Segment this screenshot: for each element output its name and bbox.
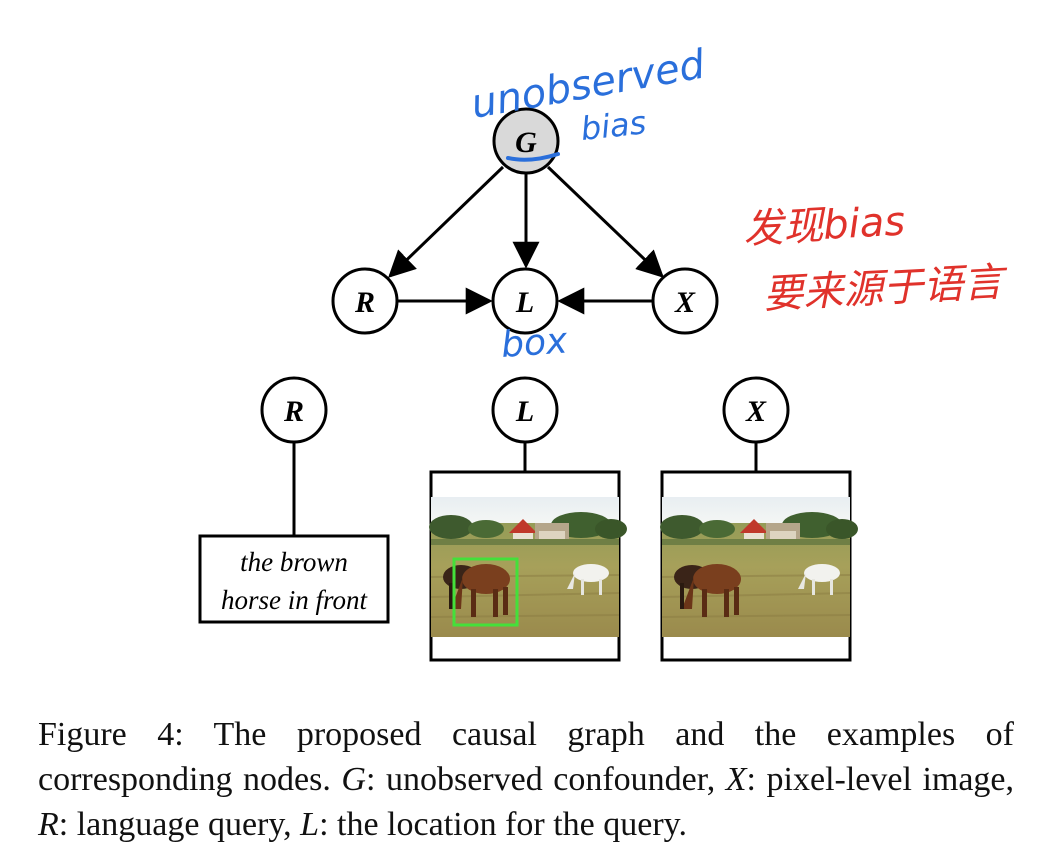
- location-image-frame: [428, 470, 628, 662]
- caption-x-symbol: X: [725, 761, 747, 798]
- caption-g-symbol: G: [341, 761, 366, 798]
- caption-prefix: Figure 4: The proposed causal graph and …: [38, 716, 1014, 798]
- example-node-l: L: [491, 376, 559, 444]
- example-node-l-label: L: [515, 395, 534, 428]
- annotation-chinese-line-1: 发现bias: [742, 199, 906, 253]
- caption-r-desc: : language query,: [58, 806, 292, 843]
- annotation-box: box: [500, 320, 570, 366]
- example-node-x: X: [722, 376, 790, 444]
- annotation-bias: bias: [579, 103, 648, 148]
- caption-l-symbol: L: [300, 806, 320, 843]
- edge-g-to-r: [388, 165, 505, 278]
- caption-r-symbol: R: [38, 806, 59, 843]
- query-text-line-1: the brown: [240, 547, 348, 577]
- horse-photo: [659, 496, 859, 638]
- edge-g-to-x: [546, 165, 664, 278]
- figure-caption: Figure 4: The proposed causal graph and …: [38, 712, 1014, 847]
- node-r-label: R: [354, 286, 375, 319]
- caption-x-desc: : pixel-level image,: [746, 761, 1015, 798]
- query-text-line-2: horse in front: [221, 585, 369, 615]
- horse-photo-with-box: [428, 496, 628, 638]
- node-x: X: [651, 267, 719, 335]
- annotation-chinese-line-2: 要来源于语言: [762, 259, 1009, 318]
- example-node-r: R: [260, 376, 328, 444]
- caption-g-desc: : unobserved confounder,: [365, 761, 716, 798]
- annotation-underline-g: [506, 152, 560, 162]
- node-g-label: G: [515, 126, 537, 159]
- pixel-image-frame: [659, 470, 859, 662]
- location-bounding-box: [452, 557, 519, 627]
- example-node-r-label: R: [283, 395, 304, 428]
- node-l-label: L: [515, 286, 534, 319]
- example-node-x-label: X: [745, 395, 767, 428]
- caption-l-desc: : the location for the query.: [319, 806, 687, 843]
- node-l: L: [491, 267, 559, 335]
- node-r: R: [331, 267, 399, 335]
- node-x-label: X: [674, 286, 696, 319]
- query-text-box: the brown horse in front: [198, 534, 390, 624]
